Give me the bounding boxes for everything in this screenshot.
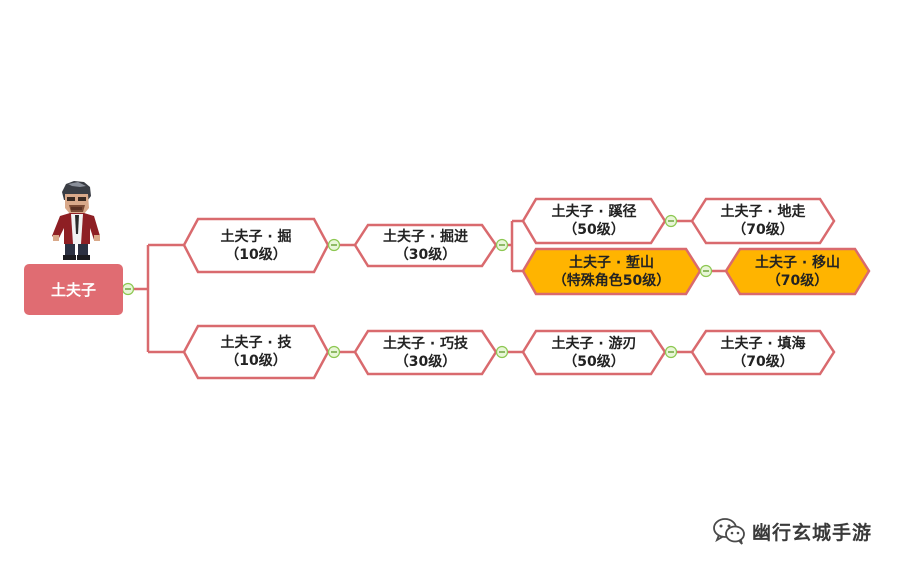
collapse-toggle-zhanshan[interactable] <box>699 264 713 278</box>
node-shape-yishan <box>724 247 871 296</box>
node-level: （特殊角色50级） <box>552 272 671 289</box>
node-title: 土夫子 · 地走 <box>720 204 806 220</box>
node-zhanshan[interactable]: 土夫子 · 堑山 （特殊角色50级） <box>523 249 700 294</box>
node-level: （50级） <box>563 222 625 238</box>
node-title: 土夫子 · 巧技 <box>382 335 469 352</box>
node-jue[interactable]: 土夫子 · 掘 （10级） <box>184 219 328 272</box>
node-tianhai[interactable]: 土夫子 · 填海 （70级） <box>692 331 834 374</box>
node-qiaoji[interactable]: 土夫子 · 巧技 （30级） <box>355 331 496 374</box>
node-level: （30级） <box>394 246 457 263</box>
node-title: 土夫子 · 技 <box>220 335 292 351</box>
node-title: 土夫子 · 填海 <box>720 335 806 352</box>
node-title: 土夫子 · 移山 <box>754 254 841 271</box>
node-jie[interactable]: 土夫子 · 掘进 （30级） <box>355 225 496 266</box>
node-shape-jie <box>353 223 498 268</box>
node-shape-zhanshan <box>521 247 702 296</box>
node-youren[interactable]: 土夫子 · 游刃 （50级） <box>523 331 665 374</box>
node-title: 土夫子 · 掘 <box>220 228 292 245</box>
node-level: （70级） <box>766 272 829 289</box>
node-shape-ji <box>182 324 330 380</box>
watermark: 幽行玄城手游 <box>712 514 872 548</box>
node-shape-jue <box>182 217 330 274</box>
node-level: （10级） <box>225 246 287 263</box>
node-level: （10级） <box>225 353 287 369</box>
node-title: 土夫子 · 堑山 <box>568 254 655 271</box>
collapse-toggle-root[interactable] <box>121 282 135 296</box>
node-shape-tianhai <box>690 329 836 376</box>
collapse-toggle-qiaoji[interactable] <box>495 345 509 359</box>
collapse-toggle-jie[interactable] <box>495 238 509 252</box>
node-title: 土夫子 · 蹊径 <box>551 204 637 220</box>
node-shape-dizou <box>690 197 836 245</box>
node-title: 土夫子 · 游刃 <box>551 335 637 352</box>
wechat-icon <box>713 518 745 545</box>
node-shape-youren <box>521 329 667 376</box>
root-label: 土夫子 <box>50 281 96 299</box>
node-ji[interactable]: 土夫子 · 技 （10级） <box>184 326 328 378</box>
node-level: （70级） <box>732 222 794 238</box>
collapse-toggle-xijing[interactable] <box>664 214 678 228</box>
watermark-text: 幽行玄城手游 <box>752 521 873 544</box>
collapse-toggle-youren[interactable] <box>664 345 678 359</box>
root-node[interactable]: 土夫子 <box>24 264 123 315</box>
node-shape-qiaoji <box>353 329 498 376</box>
node-title: 土夫子 · 掘进 <box>382 228 469 245</box>
character-avatar <box>52 181 100 260</box>
node-level: （70级） <box>732 353 794 370</box>
node-dizou[interactable]: 土夫子 · 地走 （70级） <box>692 199 834 243</box>
node-xijing[interactable]: 土夫子 · 蹊径 （50级） <box>523 199 665 243</box>
node-yishan[interactable]: 土夫子 · 移山 （70级） <box>726 249 869 294</box>
collapse-toggle-ji[interactable] <box>327 345 341 359</box>
node-level: （50级） <box>563 353 625 370</box>
collapse-toggle-jue[interactable] <box>327 238 341 252</box>
collapse-toggles <box>121 214 713 359</box>
node-shape-xijing <box>521 197 667 245</box>
node-level: （30级） <box>394 353 457 370</box>
